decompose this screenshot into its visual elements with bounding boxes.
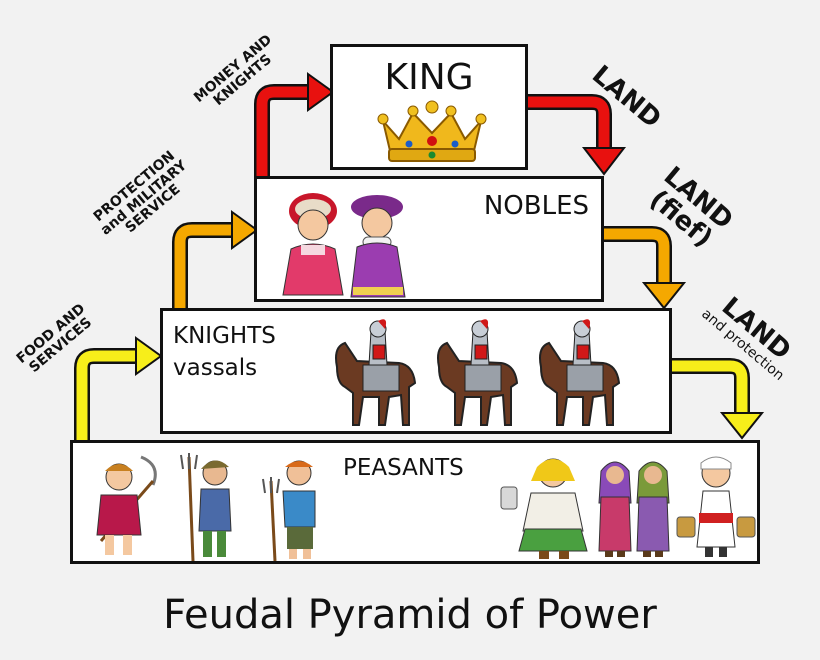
knight-on-horse-icon: [437, 319, 519, 426]
knight-on-horse-icon: [335, 319, 417, 426]
arrow-money-knights: [254, 72, 335, 180]
arrow-land-king: [528, 94, 627, 176]
tier-nobles: NOBLES: [254, 176, 604, 302]
arrow-food-services: [74, 336, 163, 440]
crown-icon: [377, 100, 487, 162]
tier-peasants: PEASANTS: [70, 440, 760, 564]
arrow-land-protection: [670, 358, 765, 440]
peasant-woman-with-tankard-icon: [500, 458, 588, 559]
arrow-protection: [172, 210, 259, 310]
peasant-with-scythe-icon: [96, 455, 157, 555]
arrow-land-fief: [602, 226, 687, 310]
peasants-label: PEASANTS: [343, 455, 464, 481]
peasant-woman-icon: [636, 461, 670, 557]
diagram-title: Feudal Pyramid of Power: [163, 592, 657, 638]
peasant-woman-icon: [598, 461, 632, 557]
tier-king: KING: [330, 44, 528, 170]
nobles-label: NOBLES: [483, 191, 589, 221]
vassals-label: vassals: [173, 355, 258, 381]
nobles-figures-icon: [282, 193, 406, 298]
knight-on-horse-icon: [539, 319, 621, 426]
milkmaid-icon: [676, 456, 756, 557]
peasant-with-pitchfork-icon: [262, 460, 316, 562]
tier-knights: KNIGHTS vassals: [160, 308, 672, 434]
knights-label: KNIGHTS: [173, 323, 276, 349]
peasant-with-pitchfork-icon: [180, 453, 232, 562]
king-label: KING: [384, 57, 474, 98]
